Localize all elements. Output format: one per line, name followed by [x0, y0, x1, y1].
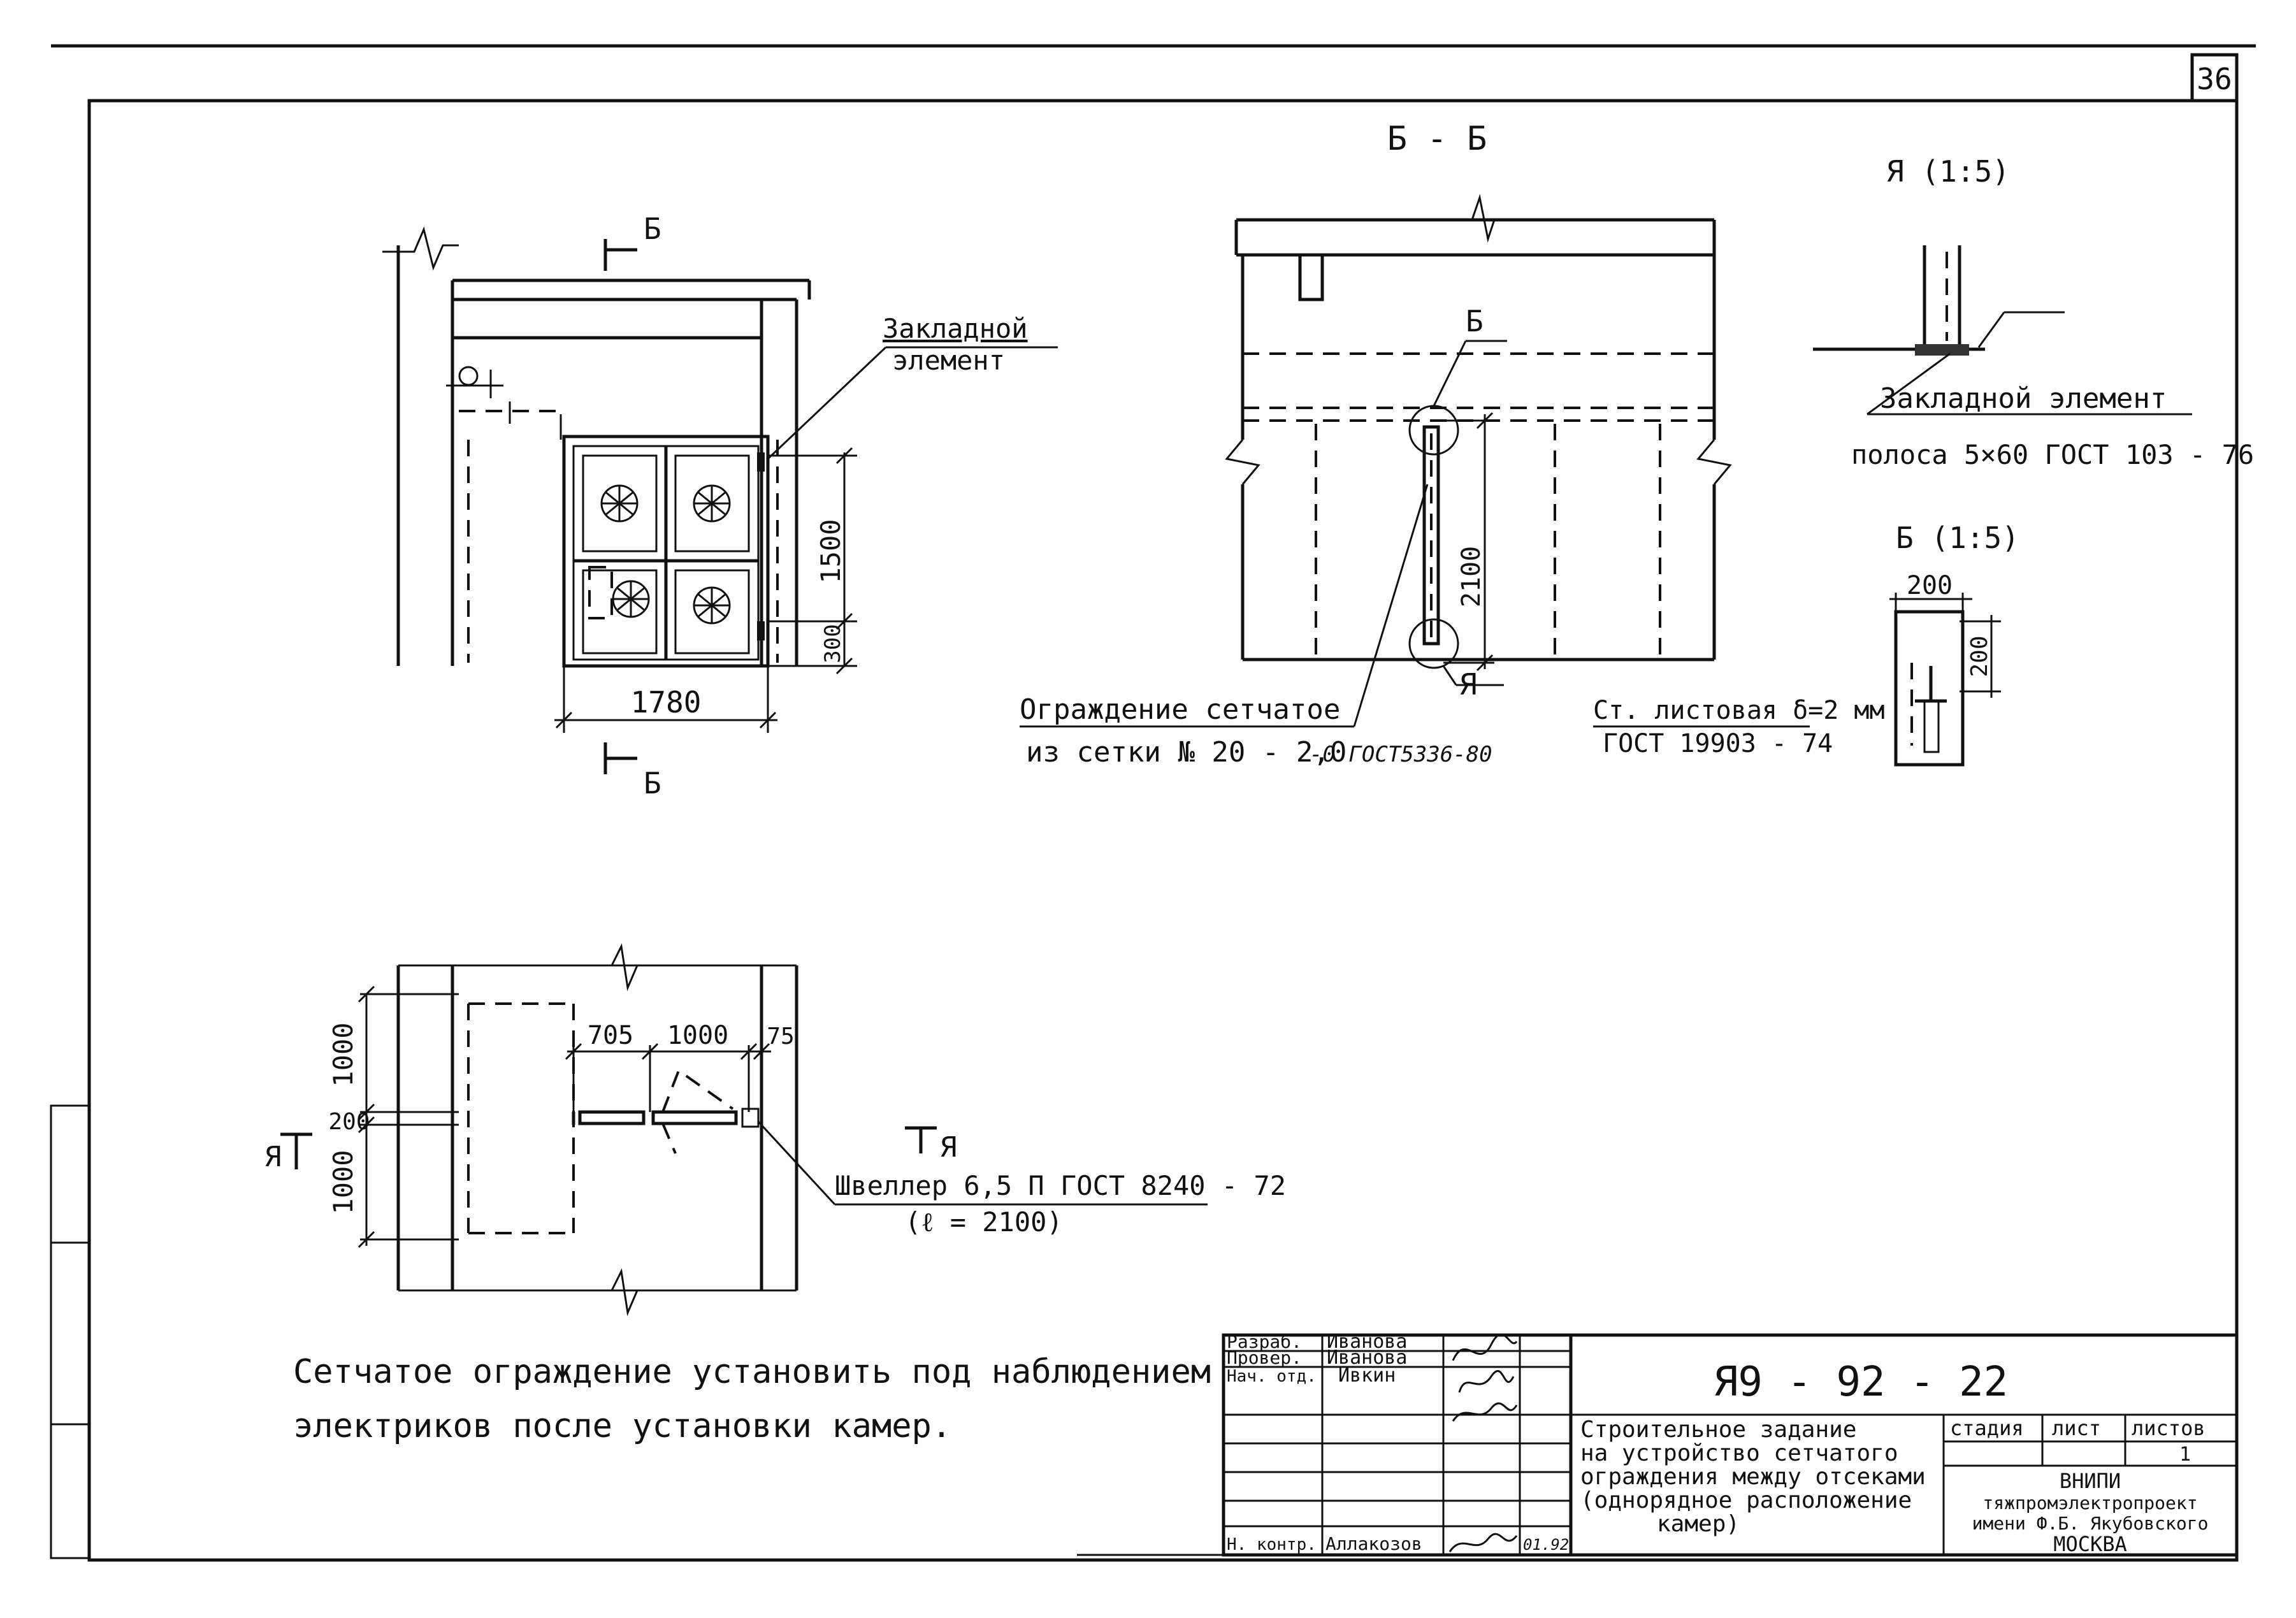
- dim-height-2100: 2100: [1457, 546, 1486, 607]
- section-title: Б - Б: [1387, 120, 1487, 158]
- plan-dim-mid: 200: [328, 1109, 370, 1135]
- tb-name-3: Ивкин: [1338, 1364, 1396, 1387]
- detail-a-label-line1: Закладной элемент: [1880, 382, 2167, 415]
- plan-dim-bottom: 1000: [328, 1150, 359, 1214]
- plan-view: [280, 943, 1208, 1317]
- elevation-view: [382, 226, 1058, 774]
- tb-org-line3: имени Ф.Б. Якубовского: [1972, 1513, 2209, 1534]
- frame-border: [87, 99, 2239, 1562]
- fence-label-line2: из сетки № 20 - 2,0: [1026, 736, 1347, 769]
- note-line2: электриков после установки камер.: [293, 1407, 951, 1445]
- plan-dim-705: 705: [588, 1021, 633, 1050]
- sheet-number-box: [2190, 53, 2239, 103]
- tb-designation: Я9 - 92 - 22: [1714, 1359, 2008, 1406]
- tb-desc-line5: камер): [1657, 1511, 1740, 1537]
- tb-desc-line3: ограждения между отсеками: [1580, 1464, 1926, 1490]
- fence-label-line1: Ограждение сетчатое: [1020, 693, 1340, 726]
- tb-name-1: Иванова: [1327, 1331, 1407, 1353]
- section-mark-bottom: Б: [644, 766, 661, 800]
- plan-dim-1000: 1000: [667, 1021, 728, 1050]
- detail-b-dim-width: 200: [1907, 571, 1953, 600]
- title-block-grid: [1077, 1333, 2239, 1557]
- section-view: [1020, 194, 1810, 728]
- embed-element-label-line2: элемент: [892, 345, 1005, 376]
- plan-cut-mark-right: Я: [940, 1131, 957, 1164]
- tb-col-sheet: лист: [2052, 1416, 2101, 1440]
- detail-a-label-line2: полоса 5×60 ГОСТ 103 - 76: [1851, 439, 2254, 470]
- detail-b-dim-height: 200: [1967, 635, 1993, 677]
- channel-label-line2: (ℓ = 2100): [905, 1206, 1063, 1238]
- tb-role-1: Разраб.: [1227, 1331, 1302, 1352]
- plan-dim-top: 1000: [328, 1022, 359, 1087]
- tb-desc-line2: на устройство сетчатого: [1580, 1440, 1898, 1466]
- detail-a-view: [1813, 245, 2192, 415]
- channel-label-line1: Швеллер 6,5 П ГОСТ 8240 - 72: [835, 1170, 1286, 1201]
- dim-width-1780: 1780: [631, 685, 702, 719]
- fence-label-line3: -0 ГОСТ5336-80: [1310, 742, 1492, 767]
- sheet-number: 36: [2197, 62, 2232, 96]
- tb-name-2: Иванова: [1327, 1347, 1407, 1369]
- tb-desc-line4: (однорядное расположение: [1580, 1487, 1912, 1513]
- tb-col-stage: стадия: [1950, 1416, 2024, 1440]
- tb-col-sheets: листов: [2132, 1416, 2206, 1440]
- tb-date: 01.92: [1523, 1536, 1569, 1554]
- section-mark-a: Я: [1459, 667, 1477, 702]
- tb-org-line1: ВНИПИ: [2060, 1469, 2121, 1493]
- tb-role-2: Провер.: [1227, 1347, 1302, 1368]
- signature-scribbles: [1448, 1333, 1518, 1552]
- embed-element-label-line1: Закладной: [883, 313, 1028, 344]
- plan-cut-mark-left: Я: [264, 1141, 282, 1173]
- tb-desc-line1: Строительное задание: [1580, 1417, 1856, 1443]
- dim-height-1500: 1500: [815, 519, 846, 583]
- detail-b-view: [1889, 593, 2001, 767]
- detail-b-title: Б (1:5): [1896, 521, 2019, 555]
- sheet-steel-label-line1: Ст. листовая δ=2 мм: [1593, 696, 1885, 725]
- tb-org-line2: тяжпромэлектропроект: [1982, 1492, 2197, 1513]
- sheet-steel-label-line2: ГОСТ 19903 - 74: [1603, 729, 1833, 758]
- section-mark-b: Б: [1466, 304, 1484, 338]
- tb-sheets-value: 1: [2179, 1443, 2191, 1466]
- tb-org-line4: МОСКВА: [2053, 1532, 2127, 1556]
- tb-name-7: Аллакозов: [1325, 1533, 1422, 1554]
- tb-role-3: Нач. отд.: [1227, 1367, 1317, 1386]
- section-mark-top: Б: [644, 212, 661, 246]
- margin-stamp-strip: [50, 1104, 90, 1559]
- plan-dim-75: 75: [767, 1023, 794, 1050]
- note-line1: Сетчатое ограждение установить под наблю…: [293, 1353, 1211, 1391]
- dim-bottom-300: 300: [820, 624, 846, 663]
- tb-role-7: Н. контр.: [1227, 1535, 1317, 1554]
- detail-a-title: Я (1:5): [1886, 154, 2010, 189]
